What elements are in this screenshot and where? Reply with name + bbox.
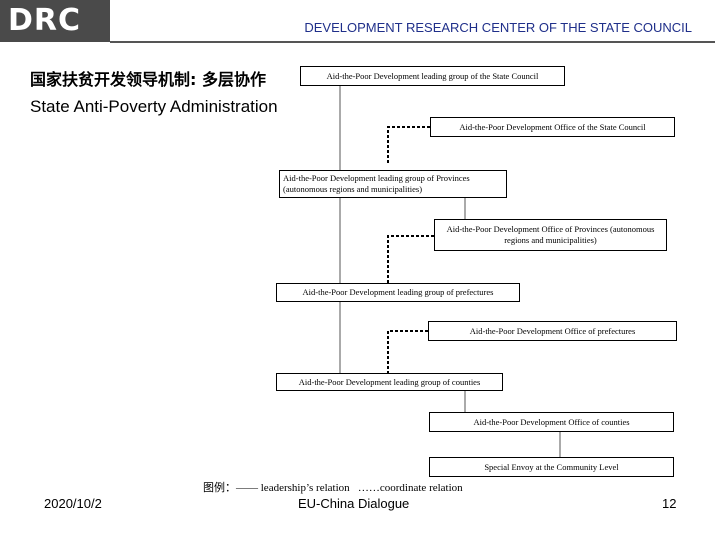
legend-solid-line-symbol: —— [236, 482, 258, 494]
slide-title-chinese: 国家扶贫开发领导机制: 多层协作 [30, 70, 266, 89]
county-leading-group-box: Aid-the-Poor Development leading group o… [276, 373, 503, 391]
coordinate-link-province [387, 235, 434, 283]
state-council-leading-group-box: Aid-the-Poor Development leading group o… [300, 66, 565, 86]
legend-leadership-text: leadership’s relation [260, 482, 350, 494]
logo-text: DRC [8, 3, 82, 38]
province-leading-group-box: Aid-the-Poor Development leading group o… [279, 170, 507, 198]
page-number: 12 [662, 496, 677, 511]
legend-label: 图例： [203, 482, 236, 494]
coordinate-link-state [387, 126, 430, 163]
footer-date: 2020/10/2 [44, 496, 102, 511]
legend: 图例：—— leadership’s relation ……coordinate… [203, 479, 463, 495]
prefecture-office-box: Aid-the-Poor Development Office of prefe… [428, 321, 677, 341]
legend-coordinate-text: coordinate relation [379, 482, 463, 494]
header-divider [110, 41, 715, 43]
special-envoy-box: Special Envoy at the Community Level [429, 457, 674, 477]
drc-logo: DRC [0, 0, 110, 42]
slide-title-english: State Anti-Poverty Administration [30, 97, 278, 116]
county-office-box: Aid-the-Poor Development Office of count… [429, 412, 674, 432]
prefecture-leading-group-box: Aid-the-Poor Development leading group o… [276, 283, 520, 302]
legend-dotted-line-symbol: …… [357, 482, 380, 494]
footer-event: EU-China Dialogue [298, 496, 410, 511]
province-office-box: Aid-the-Poor Development Office of Provi… [434, 219, 667, 251]
state-council-office-box: Aid-the-Poor Development Office of the S… [430, 117, 675, 137]
organization-title: DEVELOPMENT RESEARCH CENTER OF THE STATE… [304, 20, 692, 35]
coordinate-link-prefecture [387, 330, 428, 373]
